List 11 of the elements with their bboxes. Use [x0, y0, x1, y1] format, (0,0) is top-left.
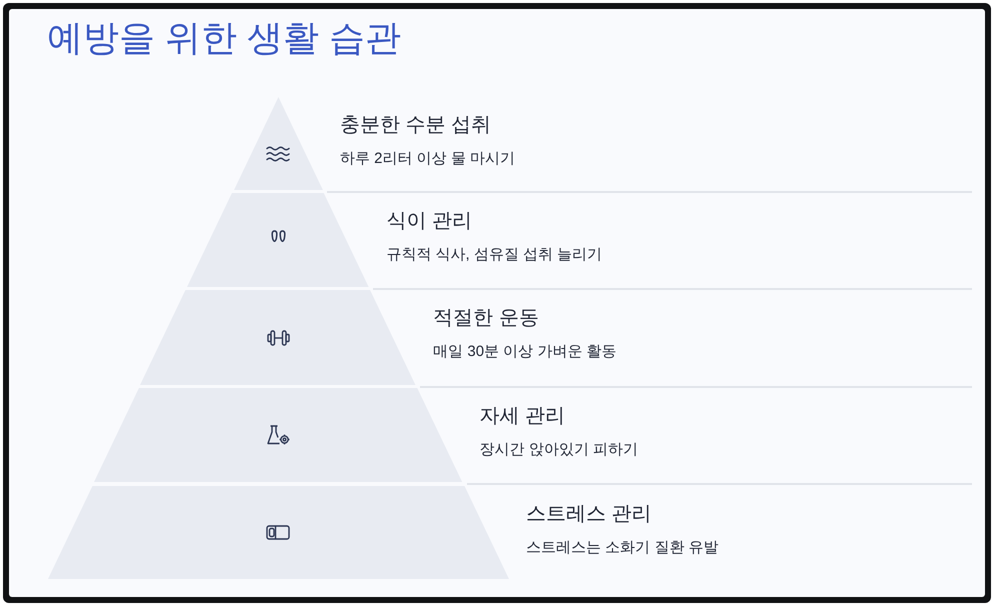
title: 예방을 위한 생활 습관	[47, 16, 402, 60]
step-description: 장시간 앉아있기 피하기	[480, 440, 638, 460]
step-title: 충분한 수분 섭취	[340, 113, 492, 137]
step-title: 식이 관리	[386, 209, 472, 233]
step-title: 자세 관리	[480, 404, 566, 428]
step-description: 매일 30분 이상 가벼운 활동	[433, 342, 617, 362]
step-title: 적절한 운동	[433, 306, 539, 330]
step-description: 하루 2리터 이상 물 마시기	[340, 149, 515, 169]
step-description: 스트레스는 소화기 질환 유발	[526, 538, 719, 558]
step-description: 규칙적 식사, 섬유질 섭취 늘리기	[386, 245, 602, 265]
step-title: 스트레스 관리	[526, 502, 652, 526]
